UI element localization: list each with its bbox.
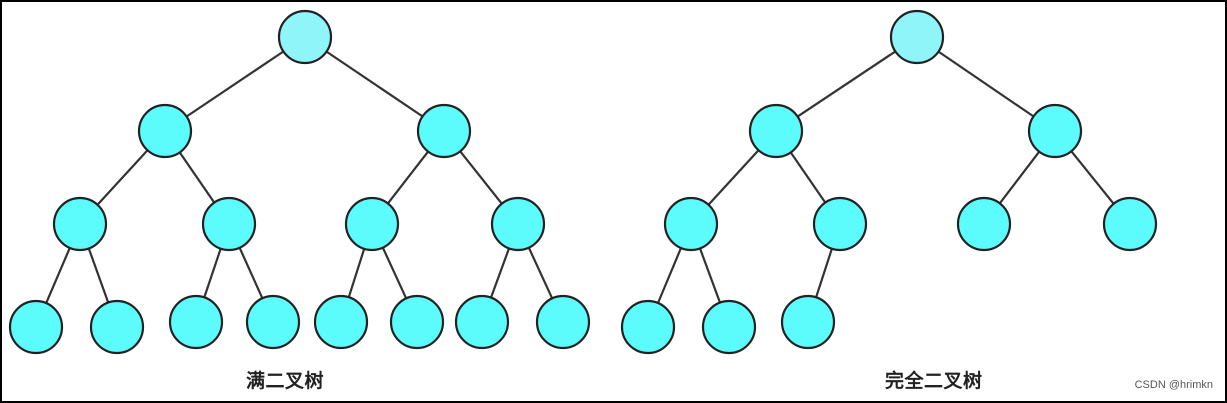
complete-binary-tree-node: [701, 299, 757, 355]
full-binary-tree-caption: 满二叉树: [246, 370, 325, 392]
complete-binary-tree-edge: [937, 50, 1035, 118]
full-binary-tree-edge: [178, 151, 216, 204]
full-binary-tree-edge: [459, 150, 503, 205]
full-binary-tree-edge: [381, 246, 408, 300]
full-binary-tree-node: [416, 103, 472, 159]
complete-binary-tree-edge: [814, 247, 834, 299]
complete-binary-tree-caption: 完全二叉树: [885, 370, 983, 392]
complete-binary-tree-root-node: [889, 9, 945, 65]
complete-binary-tree-node: [748, 103, 804, 159]
complete-binary-tree-node: [1102, 196, 1158, 252]
watermark: CSDN @hrimkn: [1134, 379, 1213, 391]
complete-binary-tree-node: [1027, 103, 1083, 159]
complete-binary-tree-edge: [789, 151, 827, 204]
full-binary-tree-node: [8, 299, 64, 355]
full-binary-tree-node: [490, 196, 546, 252]
complete-binary-tree-edge: [707, 149, 760, 206]
complete-binary-tree-edge: [796, 50, 897, 118]
full-binary-tree-node: [313, 294, 369, 350]
full-binary-tree-node: [535, 294, 591, 350]
full-binary-tree-edge: [96, 149, 149, 206]
full-binary-tree-edge: [203, 247, 222, 299]
full-binary-tree-root-node: [277, 9, 333, 65]
full-binary-tree-edge: [325, 50, 424, 118]
complete-binary-tree-edge: [656, 246, 683, 305]
full-binary-tree-edge: [527, 246, 554, 300]
full-binary-tree-edge: [386, 150, 430, 205]
complete-binary-tree-node: [812, 196, 868, 252]
full-binary-tree-edge: [347, 247, 366, 299]
full-binary-tree-node: [201, 196, 257, 252]
full-binary-tree-node: [89, 299, 145, 355]
full-binary-tree-node: [137, 103, 193, 159]
complete-binary-tree-edge: [1070, 150, 1115, 205]
full-binary-tree-node: [245, 294, 301, 350]
full-binary-tree-node: [52, 196, 108, 252]
full-binary-tree-node: [454, 294, 510, 350]
full-binary-tree-edge: [45, 246, 71, 305]
full-binary-tree-node: [168, 294, 224, 350]
full-binary-tree-node: [389, 294, 445, 350]
complete-binary-tree-node: [956, 196, 1012, 252]
full-binary-tree-edge: [238, 246, 264, 300]
full-binary-tree-edge: [87, 247, 110, 304]
full-binary-tree-edge: [489, 247, 511, 299]
complete-binary-tree-node: [663, 196, 719, 252]
complete-binary-tree-node: [620, 299, 676, 355]
complete-binary-tree-node: [780, 294, 836, 350]
complete-binary-tree-edge: [698, 247, 722, 304]
complete-binary-tree-edge: [998, 150, 1041, 205]
full-binary-tree-edge: [185, 50, 285, 118]
full-binary-tree-node: [344, 196, 400, 252]
